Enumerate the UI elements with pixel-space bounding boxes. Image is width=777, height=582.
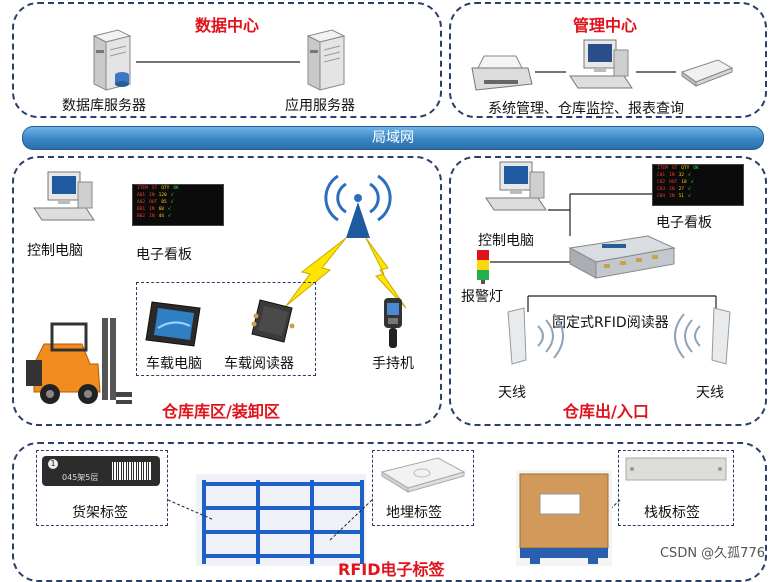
control-computer-icon	[33, 171, 95, 221]
shelf-rack-icon	[196, 474, 366, 566]
management-center-panel	[449, 2, 767, 118]
wireless-signal-icon	[324, 174, 392, 238]
management-center-title: 管理中心	[573, 16, 638, 35]
antenna-left-label: 天线	[498, 385, 526, 401]
pallet-tag-box	[618, 450, 734, 526]
shelf-tag-box	[36, 450, 168, 526]
lightning-right-icon	[365, 237, 407, 309]
network-device-icon	[680, 59, 734, 87]
warehouse-area-title: 仓库库区/装卸区	[162, 402, 280, 421]
printer-icon	[471, 55, 533, 91]
data-center-panel	[12, 2, 442, 118]
handheld-terminal-icon	[384, 298, 402, 348]
alarm-light-icon	[477, 250, 489, 284]
gate-control-pc-label: 控制电脑	[478, 233, 534, 249]
shelf-tag-label: 货架标签	[72, 505, 128, 521]
application-server-icon	[306, 29, 346, 91]
vehicle-reader-label: 车载阅读器	[224, 356, 294, 372]
database-server-label: 数据库服务器	[62, 98, 146, 114]
shelf-tag-number: 1	[48, 459, 58, 469]
antenna-left-icon	[507, 307, 564, 365]
vehicle-computer-label: 车载电脑	[146, 356, 202, 372]
shelf-tag-icon: 1 045架5层	[42, 456, 160, 486]
server-link-line	[136, 61, 676, 73]
ground-tag-box	[372, 450, 474, 526]
pallet-box-icon	[516, 470, 612, 566]
vehicle-reader-icon	[251, 299, 295, 343]
forklift-icon	[26, 318, 132, 404]
gate-control-computer-icon	[485, 161, 547, 211]
pallet-tag-icon	[625, 457, 727, 481]
gate-wiring-lines	[490, 193, 717, 312]
application-server-label: 应用服务器	[285, 98, 355, 114]
vehicle-computer-icon	[145, 301, 201, 347]
fixed-rfid-reader-icon	[568, 235, 676, 279]
database-server-icon	[92, 29, 132, 91]
antenna-right-label: 天线	[696, 385, 724, 401]
data-center-title: 数据中心	[195, 16, 260, 35]
lan-bar: 局域网	[22, 126, 764, 150]
warehouse-e-board-label: 电子看板	[136, 247, 192, 263]
warehouse-area-panel	[12, 156, 442, 426]
antenna-right-icon	[674, 307, 731, 365]
alarm-light-label: 报警灯	[461, 289, 503, 305]
vehicle-equipment-box	[136, 282, 316, 376]
management-functions-label: 系统管理、仓库监控、报表查询	[488, 101, 684, 117]
workstation-icon	[569, 39, 633, 89]
gate-e-board-label: 电子看板	[656, 215, 712, 231]
fixed-reader-label: 固定式RFID阅读器	[552, 315, 669, 331]
rfid-tags-title: RFID电子标签	[338, 560, 445, 579]
gate-area-title: 仓库出/入口	[563, 402, 649, 421]
watermark: CSDN @久孤776	[659, 546, 765, 561]
pallet-tag-label: 栈板标签	[644, 505, 700, 521]
lan-label: 局域网	[372, 130, 414, 146]
gate-area-panel	[449, 156, 767, 426]
handheld-label: 手持机	[372, 356, 414, 372]
shelf-tag-location: 045架5层	[62, 473, 99, 482]
ground-tag-icon	[380, 457, 466, 493]
ground-tag-label: 地埋标签	[386, 505, 442, 521]
warehouse-control-pc-label: 控制电脑	[27, 243, 83, 259]
